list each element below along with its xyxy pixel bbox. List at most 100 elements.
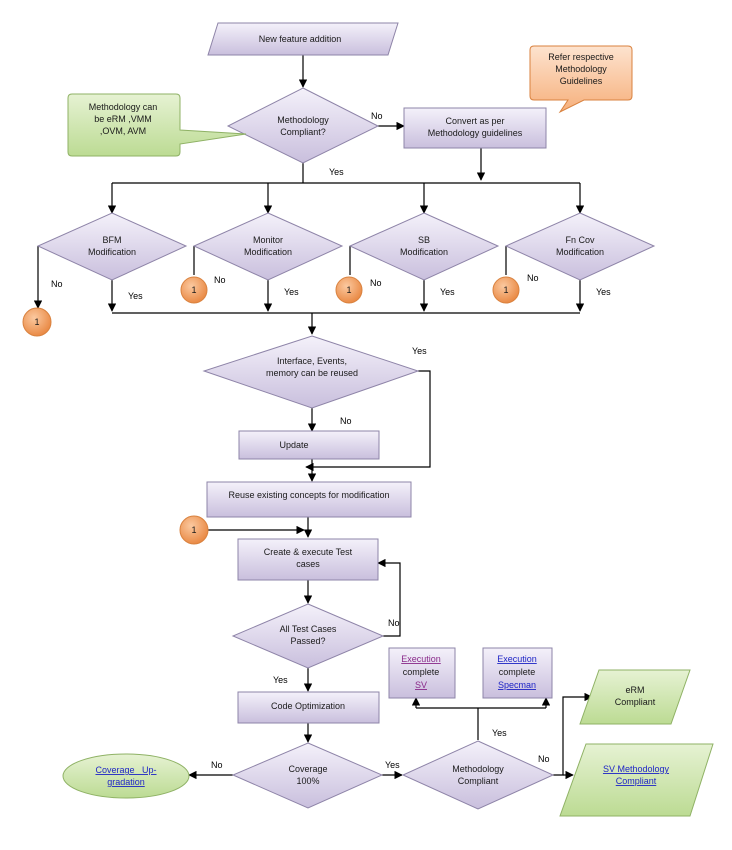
connector-tests: 1 [179, 515, 209, 545]
exec-specman-line3[interactable]: Specman [498, 680, 536, 690]
methodology-compliant-line2: Compliant? [280, 127, 326, 137]
label-reuse-yes: Yes [412, 346, 427, 356]
fncov-line1: Fn Cov [565, 235, 595, 245]
label-sb-yes: Yes [440, 287, 455, 297]
sv-methodology-compliant-output: SV Methodology Compliant [559, 743, 714, 817]
label-bfm-yes: Yes [128, 291, 143, 301]
execution-specman-node: Execution complete Specman [482, 647, 553, 699]
sv-compliant-link-line1[interactable]: SV Methodology [603, 764, 670, 774]
all-passed-line2: Passed? [290, 636, 325, 646]
connector-bfm-label: 1 [34, 317, 39, 327]
connector-monitor: 1 [180, 276, 208, 304]
label-fncov-no: No [527, 273, 539, 283]
methodology-compliant-decision: Methodology Compliant? [226, 87, 380, 164]
sb-line1: SB [418, 235, 430, 245]
bfm-line1: BFM [103, 235, 122, 245]
execution-sv-node: Execution complete SV [388, 647, 456, 699]
refer-guidelines-callout: Refer respective Methodology Guidelines [529, 45, 633, 114]
meth-note-line2: be eRM ,VMM [94, 114, 152, 124]
edge-meth2-no [553, 692, 593, 776]
update-process: Update [238, 430, 380, 460]
update-label: Update [279, 440, 308, 450]
coverage-upgrade-link-line2[interactable]: gradation [107, 777, 145, 787]
label-coverage-no: No [211, 760, 223, 770]
exec-specman-line2: complete [499, 667, 536, 677]
bfm-decision: BFM Modification [36, 212, 188, 281]
erm-line1: eRM [625, 685, 644, 695]
label-sb-no: No [370, 278, 382, 288]
label-passed-yes: Yes [273, 675, 288, 685]
convert-process: Convert as per Methodology guidelines [403, 107, 547, 149]
edge-labels: No Yes No Yes No Yes No Yes No Yes Yes N… [51, 111, 611, 770]
label-passed-no: No [388, 618, 400, 628]
connector-bfm: 1 [22, 307, 52, 337]
exec-sv-line3[interactable]: SV [415, 680, 427, 690]
fncov-decision: Fn Cov Modification [504, 212, 656, 281]
meth-note-line3: ,OVM, AVM [100, 126, 146, 136]
connector-tests-label: 1 [191, 525, 196, 535]
start-node: New feature addition [207, 22, 399, 56]
coverage-upgradation-terminal: Coverage Up- gradation [62, 753, 190, 799]
fncov-line2: Modification [556, 247, 604, 257]
methodology-options-callout: Methodology can be eRM ,VMM ,OVM, AVM [67, 93, 247, 157]
exec-sv-line2: complete [403, 667, 440, 677]
label-meth2-no: No [538, 754, 550, 764]
exec-specman-line1[interactable]: Execution [497, 654, 537, 664]
monitor-line1: Monitor [253, 235, 283, 245]
monitor-decision: Monitor Modification [192, 212, 344, 281]
start-label: New feature addition [259, 34, 342, 44]
refer-line2: Methodology [555, 64, 607, 74]
meth2-line2: Compliant [458, 776, 499, 786]
all-passed-decision: All Test Cases Passed? [231, 603, 385, 669]
refer-line3: Guidelines [560, 76, 603, 86]
connector-sb: 1 [335, 276, 363, 304]
label-q1-no: No [371, 111, 383, 121]
label-meth2-yes: Yes [492, 728, 507, 738]
create-tests-process: Create & execute Test cases [237, 538, 379, 581]
methodology-compliant-final-decision: Methodology Compliant [401, 740, 555, 810]
erm-compliant-output: eRM Compliant [579, 669, 691, 725]
coverage-line2: 100% [296, 776, 319, 786]
reuse-existing-label: Reuse existing concepts for modification [228, 490, 389, 500]
sb-line2: Modification [400, 247, 448, 257]
code-optimization-process: Code Optimization [237, 691, 380, 724]
reuse-line2: memory can be reused [266, 368, 358, 378]
connector-monitor-label: 1 [191, 285, 196, 295]
convert-line2: Methodology guidelines [428, 128, 523, 138]
meth-note-line1: Methodology can [89, 102, 158, 112]
erm-line2: Compliant [615, 697, 656, 707]
label-monitor-yes: Yes [284, 287, 299, 297]
bfm-line2: Modification [88, 247, 136, 257]
refer-line1: Refer respective [548, 52, 614, 62]
edge-passed-no [377, 558, 401, 637]
edge-reuse-yes [305, 370, 431, 472]
label-coverage-yes: Yes [385, 760, 400, 770]
code-opt-label: Code Optimization [271, 701, 345, 711]
sb-decision: SB Modification [348, 212, 500, 281]
label-monitor-no: No [214, 275, 226, 285]
coverage-decision: Coverage 100% [231, 742, 384, 809]
convert-line1: Convert as per [445, 116, 504, 126]
coverage-upgrade-link-line1[interactable]: Coverage Up- [95, 765, 156, 775]
connector-fncov: 1 [492, 276, 520, 304]
create-tests-line1: Create & execute Test [264, 547, 353, 557]
monitor-line2: Modification [244, 247, 292, 257]
reuse-line1: Interface, Events, [277, 356, 347, 366]
label-q1-yes: Yes [329, 167, 344, 177]
reuse-decision: Interface, Events, memory can be reused [202, 335, 420, 409]
exec-sv-line1[interactable]: Execution [401, 654, 441, 664]
label-bfm-no: No [51, 279, 63, 289]
meth2-line1: Methodology [452, 764, 504, 774]
label-fncov-yes: Yes [596, 287, 611, 297]
methodology-compliant-line1: Methodology [277, 115, 329, 125]
reuse-existing-process: Reuse existing concepts for modification [206, 481, 412, 518]
sv-compliant-link-line2[interactable]: Compliant [616, 776, 657, 786]
coverage-line1: Coverage [288, 764, 327, 774]
edges [33, 55, 593, 780]
all-passed-line1: All Test Cases [280, 624, 337, 634]
label-reuse-no: No [340, 416, 352, 426]
create-tests-line2: cases [296, 559, 320, 569]
connector-fncov-label: 1 [503, 285, 508, 295]
connector-sb-label: 1 [346, 285, 351, 295]
